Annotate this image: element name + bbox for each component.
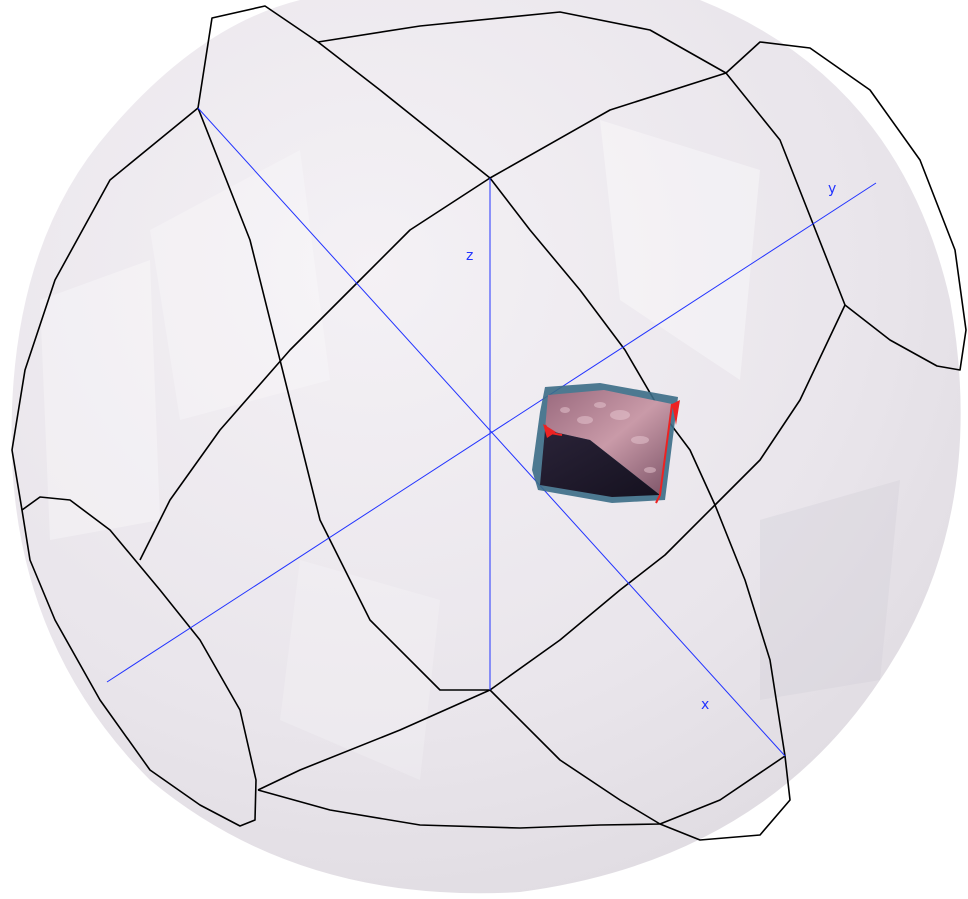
x-axis-label: x <box>701 697 709 713</box>
z-axis-label: z <box>466 248 473 264</box>
sphere <box>12 0 961 893</box>
textured-cube-icon[interactable] <box>532 383 680 503</box>
y-axis-label: y <box>828 181 836 197</box>
